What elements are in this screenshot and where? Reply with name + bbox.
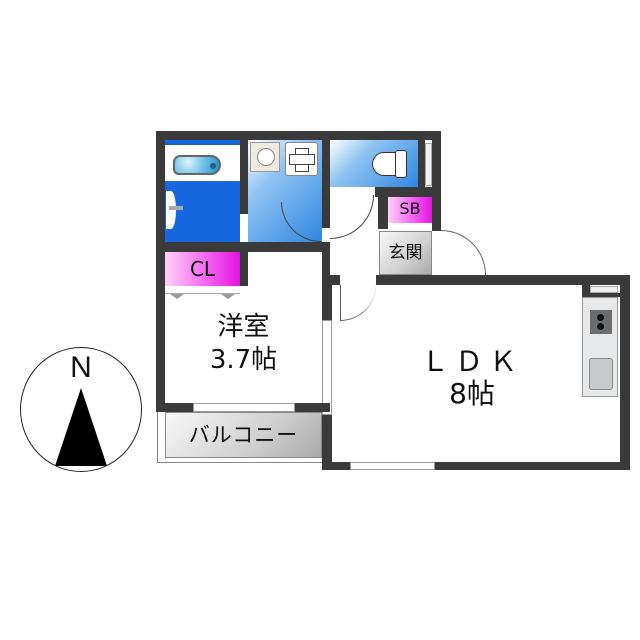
shoe-box-label: SB [399,199,421,218]
wall [156,403,193,412]
front-door-swing-icon[interactable] [441,230,486,275]
balcony-label: バルコニー [188,423,299,447]
closet-label: CL [189,257,216,281]
door-swing-icon [281,202,321,242]
wall [620,275,630,470]
closet-door-icon[interactable] [165,286,240,294]
bathtub-icon [173,155,221,175]
wall [582,285,590,297]
closet: CL [165,252,240,286]
ldk-left-window [322,320,332,415]
bath-faucet-icon [166,191,176,229]
entrance-label: 玄関 [388,243,423,263]
entrance: 玄関 [379,231,432,275]
ldk-bottom-window [350,462,435,470]
wall [322,415,332,470]
wall [322,140,330,228]
ldk: ＬＤＫ 8帖 [332,285,620,462]
western-room: 洋室 3.7帖 [165,252,322,403]
wall [375,187,432,197]
balcony-railing [157,405,325,463]
north-arrow-icon [55,388,107,466]
balcony: バルコニー [165,412,322,458]
compass: N [20,347,142,472]
wall [330,275,340,285]
washing-machine-icon [285,142,318,176]
ldk-name: ＬＤＫ [420,345,523,378]
western-room-window [193,403,295,412]
wall [435,462,630,470]
hallway [330,187,380,275]
wall [240,140,248,214]
wall [378,187,388,229]
vent-icon [425,143,432,186]
bathroom [165,140,240,242]
stove-icon [590,310,612,334]
wall [322,275,332,320]
kitchen-counter [582,297,618,397]
wall [432,131,441,231]
wall [322,462,350,470]
compass-north-label: N [70,351,92,384]
range-hood-vent-icon [590,286,618,293]
sink-icon [250,142,280,172]
western-room-size: 3.7帖 [209,345,278,375]
bathtub-drain-icon [210,163,216,169]
wall [376,275,630,285]
hall-door-swing-icon [330,195,374,239]
wall [295,403,330,412]
kitchen-sink-icon [589,358,613,390]
wall [582,293,620,297]
wall [240,252,248,286]
shower-handle-icon [169,206,183,210]
wall [156,242,330,252]
wall [418,140,425,187]
wall [156,131,165,412]
ldk-size: 8帖 [449,377,495,410]
wall [156,131,441,140]
washroom [248,140,322,242]
western-room-name: 洋室 [217,312,270,342]
shoe-box: SB [388,197,432,223]
toilet [330,140,418,187]
